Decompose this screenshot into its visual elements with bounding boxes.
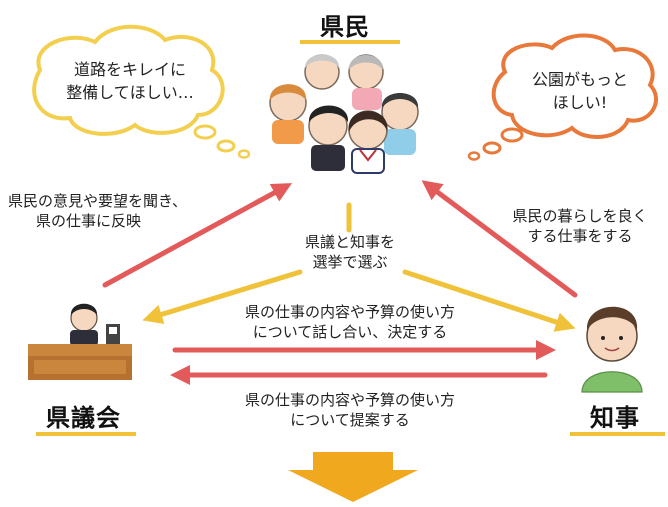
label-governor-to-citizens: 県民の暮らしを良く する仕事をする — [500, 206, 660, 246]
label-discuss: 県の仕事の内容や予算の使い方 について話し合い、決定する — [205, 302, 495, 342]
bubble-right-line2: ほしい! — [552, 93, 608, 112]
label-propose-line1: 県の仕事の内容や予算の使い方 — [244, 391, 455, 409]
citizens-underline — [300, 40, 400, 44]
assembly-illustration — [28, 303, 132, 380]
label-propose-line2: について提案する — [290, 411, 410, 429]
label-election-line2: 選挙で選ぶ — [312, 253, 388, 271]
label-propose: 県の仕事の内容や予算の使い方 について提案する — [205, 390, 495, 430]
citizens-illustration — [269, 54, 419, 174]
arrow-assembly-to-citizens — [102, 183, 293, 288]
label-assembly-to-citizens-line1: 県民の意見や要望を聞き、 — [8, 192, 187, 210]
assembly-title: 県議会 — [46, 404, 121, 432]
bubble-left-line2: 整備してほしい… — [66, 83, 194, 102]
label-assembly-to-citizens-line2: 県の仕事に反映 — [36, 212, 142, 230]
thought-bubble-right — [467, 33, 658, 161]
label-election: 県議と知事を 選挙で選ぶ — [288, 232, 412, 272]
citizens-title: 県民 — [320, 13, 370, 41]
label-governor-to-citizens-line1: 県民の暮らしを良く — [512, 207, 648, 225]
governor-underline — [570, 432, 665, 436]
arrow-election-to-assembly — [142, 269, 303, 325]
assembly-underline — [36, 432, 136, 436]
governor-illustration — [581, 306, 643, 393]
label-governor-to-citizens-line2: する仕事をする — [527, 227, 633, 245]
governor-title: 知事 — [590, 404, 640, 432]
label-discuss-line1: 県の仕事の内容や予算の使い方 — [244, 303, 455, 321]
bubble-left-text: 道路をキレイに 整備してほしい… — [50, 58, 210, 104]
arrow-down — [288, 452, 418, 502]
label-assembly-to-citizens: 県民の意見や要望を聞き、 県の仕事に反映 — [8, 191, 187, 231]
label-discuss-line2: について話し合い、決定する — [252, 323, 448, 341]
bubble-left-line1: 道路をキレイに — [73, 60, 186, 79]
thought-bubble-left — [32, 24, 251, 159]
arrow-governor-to-citizens — [421, 180, 578, 298]
arrow-election-to-governor — [402, 269, 576, 332]
bubble-right-line1: 公園がもっと — [531, 70, 628, 89]
label-election-line1: 県議と知事を — [304, 233, 395, 251]
bubble-right-text: 公園がもっと ほしい! — [510, 68, 650, 114]
